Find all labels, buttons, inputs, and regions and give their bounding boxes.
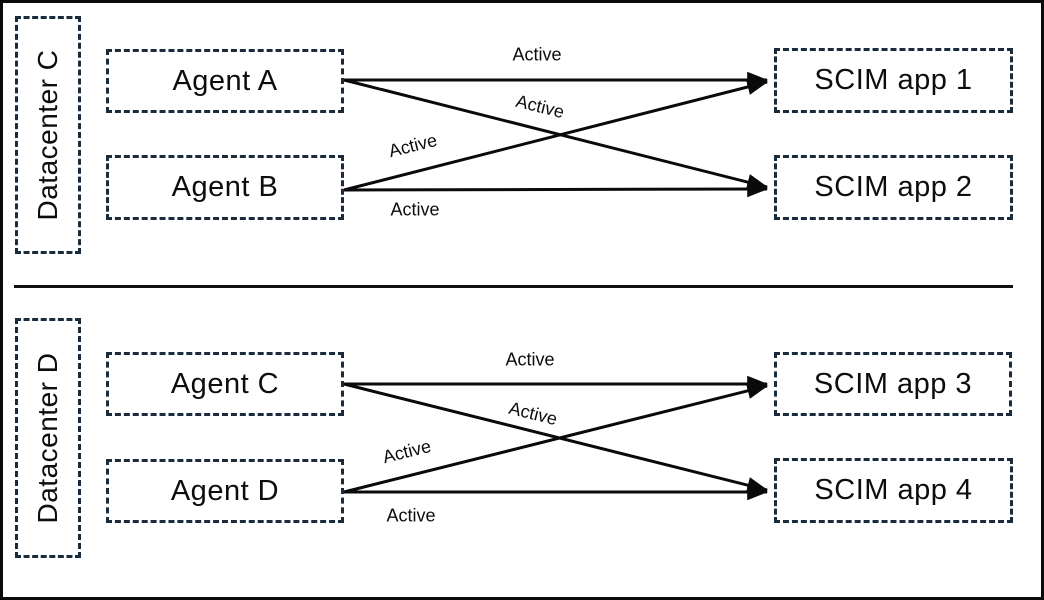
connection-label-c-to-4: Active — [506, 397, 560, 430]
scim-app-2-box: SCIM app 2 — [774, 155, 1013, 220]
scim-app-3-box: SCIM app 3 — [774, 352, 1012, 416]
arrow-agent-a-to-scim-app-2 — [343, 78, 769, 191]
connection-label-a-to-1: Active — [512, 44, 562, 65]
scim-app-4-box: SCIM app 4 — [774, 458, 1013, 523]
datacenter-c-label: Datacenter C — [32, 49, 63, 221]
connection-label-a-to-2: Active — [513, 90, 567, 123]
scim-app-1-label: SCIM app 1 — [814, 64, 973, 96]
agent-d-label: Agent D — [170, 474, 280, 507]
connection-label-b-to-1: Active — [386, 129, 440, 162]
agent-d-box: Agent D — [106, 459, 344, 523]
datacenter-c-box: Datacenter C — [15, 16, 81, 254]
datacenter-d-label: Datacenter D — [32, 352, 63, 524]
agent-b-box: Agent B — [106, 155, 344, 220]
scim-app-3-label: SCIM app 3 — [813, 367, 973, 400]
scim-app-2-label: SCIM app 2 — [814, 171, 973, 203]
arrow-agent-c-to-scim-app-4 — [343, 382, 769, 494]
section-divider — [14, 285, 1013, 288]
connection-label-d-to-3: Active — [380, 435, 434, 468]
connection-label-b-to-2: Active — [390, 199, 440, 220]
arrow-agent-d-to-scim-app-3 — [343, 382, 769, 494]
arrow-agent-b-to-scim-app-2 — [343, 180, 769, 198]
scim-app-1-box: SCIM app 1 — [774, 48, 1013, 113]
agent-a-box: Agent A — [106, 49, 344, 113]
agent-a-label: Agent A — [172, 64, 278, 97]
agent-b-label: Agent B — [171, 171, 279, 203]
scim-app-4-label: SCIM app 4 — [814, 474, 973, 506]
datacenter-d-box: Datacenter D — [15, 318, 81, 558]
connection-label-d-to-4: Active — [386, 505, 436, 526]
agent-c-label: Agent C — [170, 367, 280, 400]
connection-label-c-to-3: Active — [505, 349, 555, 370]
agent-c-box: Agent C — [106, 352, 344, 416]
